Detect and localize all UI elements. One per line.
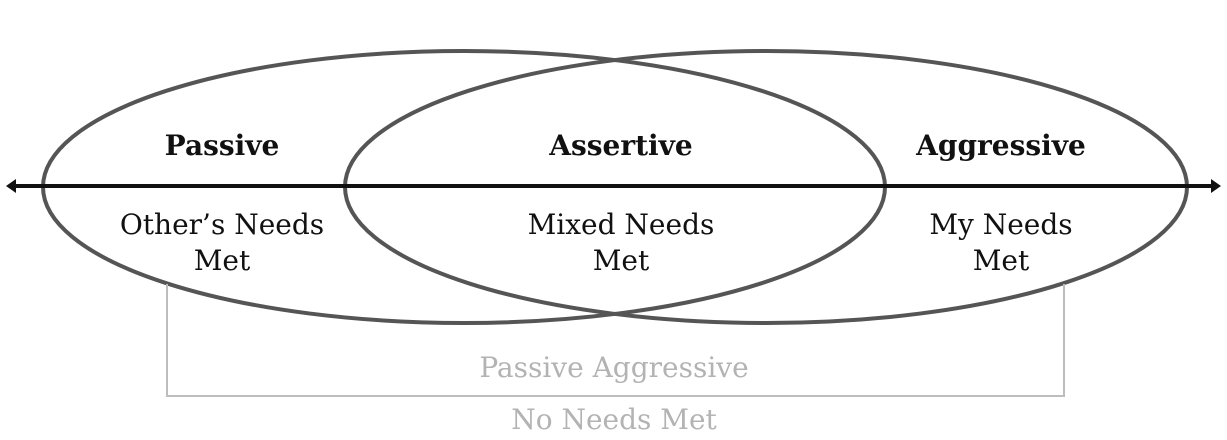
axis-right-arrowhead — [1211, 179, 1221, 193]
aggressive-needs-line2: Met — [973, 244, 1030, 277]
passive-title: Passive — [165, 129, 280, 162]
passive-aggressive-label: Passive Aggressive — [479, 351, 748, 384]
passive-aggressive-bracket — [166, 284, 1065, 397]
assertive-needs-line1: Mixed Needs — [528, 208, 715, 241]
assertive-title: Assertive — [548, 129, 692, 162]
axis-left-arrowhead — [6, 179, 16, 193]
passive-needs-line1: Other’s Needs — [120, 208, 324, 241]
assertive-needs-line2: Met — [593, 244, 650, 277]
no-needs-met-label: No Needs Met — [511, 403, 717, 436]
aggressive-needs-line1: My Needs — [929, 208, 1072, 241]
aggressive-title: Aggressive — [915, 129, 1086, 162]
passive-needs-line2: Met — [194, 244, 251, 277]
